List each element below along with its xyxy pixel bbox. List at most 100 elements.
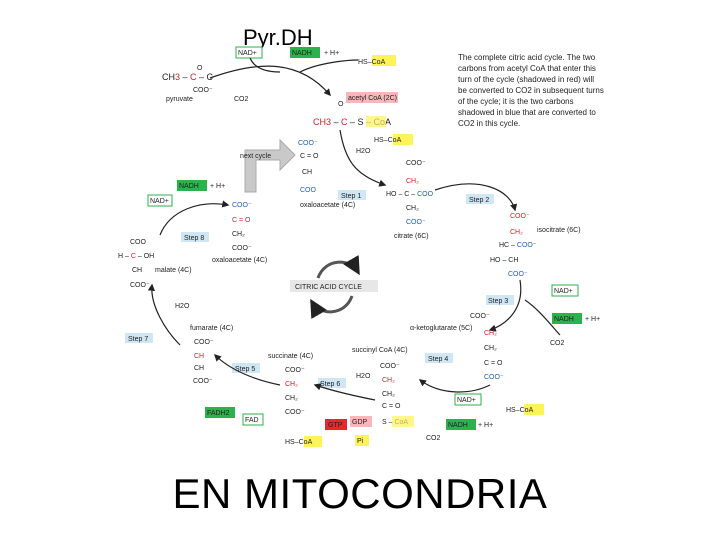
caption-line-3: turn of the cycle (shadowed in red) will — [458, 75, 594, 84]
akg-label: α-ketoglutarate (5C) — [410, 325, 472, 332]
caption-line-4: be converted to CO2 in subsequent turns — [458, 86, 604, 95]
pyruvate-dehydrogenase-label: Pyr.DH — [243, 25, 313, 50]
gtp-box — [325, 419, 347, 430]
caption-line-5: of the cycle; it is the two carbons — [458, 97, 574, 106]
scoa-coo: COO⁻ — [380, 363, 400, 370]
acetyl-o: O — [338, 101, 344, 108]
next-cycle-label: next cycle — [240, 153, 271, 160]
malate-coo2: COO⁻ — [130, 282, 150, 289]
scoa-yellow — [392, 416, 414, 427]
step-3-label: Step 3 — [488, 298, 508, 305]
hplus-step3-label: + H+ — [585, 316, 600, 323]
hs-coa-top-label: HS–CoA — [358, 59, 386, 66]
nad-top-label: NAD+ — [238, 50, 257, 57]
malate-label: malate (4C) — [155, 267, 192, 274]
step-1-box — [338, 190, 366, 200]
akg-co: C = O — [484, 360, 503, 367]
malate-structure: COO H – C – OH CH malate (4C) COO⁻ — [118, 239, 192, 289]
co2-step4-label: CO2 — [426, 435, 441, 442]
cycle-label: CITRIC ACID CYCLE — [295, 284, 362, 291]
hplus-step4-label: + H+ — [478, 422, 493, 429]
nad-box-top — [235, 46, 263, 59]
step-5-arrow — [213, 353, 281, 386]
acetyl-coa-yellow — [366, 116, 386, 127]
step-1-arrow — [339, 129, 387, 187]
succ-ch2: CH₂ — [285, 381, 298, 388]
scoa-ch2b: CH₂ — [382, 391, 395, 398]
succinate-label: succinate (4C) — [268, 353, 313, 360]
hs-coa-step4-label: HS–CoA — [506, 407, 534, 414]
step-7-label: Step 7 — [128, 336, 148, 343]
co2-step3-label: CO2 — [550, 340, 565, 347]
nadh-step3-label: NADH — [554, 316, 574, 323]
step-2-box — [466, 194, 494, 204]
isocitrate-label: isocitrate (6C) — [537, 227, 581, 234]
step-6-arrow — [313, 383, 376, 401]
co2-top-label: CO2 — [234, 96, 249, 103]
succ-ch2b: CH₂ — [285, 395, 298, 402]
citrate-coo1: COO⁻ — [406, 160, 426, 167]
akg-ch2: CH₂ — [484, 330, 497, 337]
akg-coo1: COO⁻ — [470, 313, 490, 320]
hplus-top-label: + H+ — [324, 50, 339, 57]
hs-coa-box-bottom — [304, 436, 322, 447]
caption-line-2: carbons from acetyl CoA that enter this — [458, 64, 596, 73]
step-3-region: NAD+ Step 3 NADH + H+ CO2 — [486, 279, 600, 347]
oaa-top-co: C = O — [300, 153, 319, 160]
succinyl-coa-label: succinyl CoA (4C) — [352, 347, 408, 354]
fadh2-box — [205, 407, 235, 418]
hs-coa-box-top — [372, 55, 396, 66]
fumarate-structure: fumarate (4C) COO⁻ CH CH COO⁻ — [190, 325, 233, 385]
nad-box-step3 — [551, 284, 579, 297]
nadh-box-step8 — [177, 180, 207, 191]
hplus-step8-label: + H+ — [210, 183, 225, 190]
fad-box — [242, 413, 264, 426]
isocitrate-structure: COO⁻ CH₂ HC – COO⁻ HO – CH COO⁻ isocitra… — [490, 213, 581, 278]
fum-coo2: COO⁻ — [193, 378, 213, 385]
step-2-region: Step 2 — [434, 183, 518, 212]
hs-coa-step1-label: HS–CoA — [374, 137, 402, 144]
fum-ch2: CH — [194, 365, 204, 372]
nadh-box-step3 — [552, 313, 582, 324]
cycle-label-box — [290, 280, 378, 292]
page-title: EN MITOCONDRIA — [172, 470, 548, 517]
iso-coo1: COO⁻ — [510, 213, 530, 220]
citrate-c: HO – C – COO — [386, 191, 434, 198]
hscoa-branch — [299, 59, 359, 73]
nadh-top-label: NADH — [292, 50, 312, 57]
iso-ch2: CH₂ — [510, 229, 523, 236]
malate-coo1: COO — [130, 239, 147, 246]
step-4-region: Step 4 NAD+ NADH + H+ HS–CoA CO2 — [418, 353, 544, 442]
iso-coo2: COO⁻ — [508, 271, 528, 278]
hs-coa-box-step1 — [393, 134, 413, 145]
step-4-arrow — [418, 379, 491, 393]
step-7-region: Step 7 H2O — [125, 283, 190, 346]
step-1-region: HS–CoA H2O Step 1 COO⁻ C = O CH COO oxal… — [298, 129, 413, 209]
nad-branch — [249, 57, 281, 73]
pyruvate-coo: COO⁻ — [193, 87, 213, 94]
nad-step8-label: NAD+ — [150, 198, 169, 205]
citrate-ch2b: CH₂ — [406, 205, 419, 212]
caption-block: The complete citric acid cycle. The two … — [458, 53, 604, 128]
citrate-coo2: COO⁻ — [406, 219, 426, 226]
acetyl-coa-label: acetyl CoA (2C) — [348, 95, 397, 102]
oaa-top-label: oxaloacetate (4C) — [300, 202, 355, 209]
step-3-box — [486, 295, 514, 305]
citrate-structure: COO⁻ CH₂ HO – C – COO CH₂ COO⁻ citrate (… — [386, 160, 434, 240]
iso-hoch: HO – CH — [490, 257, 518, 264]
akg-ch2b: CH₂ — [484, 345, 497, 352]
nadh-step8-label: NADH — [179, 183, 199, 190]
step-6-region: Step 5 FADH2 FAD — [205, 353, 281, 426]
fadh2-label: FADH2 — [207, 410, 230, 417]
caption-line-7: CO2 in this cycle. — [458, 119, 520, 128]
fum-ch: CH — [194, 353, 204, 360]
cycle-arrow-top — [316, 255, 360, 279]
citric-acid-cycle-emblem: CITRIC ACID CYCLE — [290, 255, 378, 319]
step-8-arrow — [159, 200, 230, 236]
h2o-step1-label: H2O — [356, 148, 371, 155]
pyruvate-structure: CH3 – C – C — [162, 72, 214, 82]
nad-box-step8 — [147, 194, 173, 207]
succ-coo2: COO⁻ — [285, 409, 305, 416]
oaa-left-coo2: COO⁻ — [232, 245, 252, 252]
acetyl-coa-box — [346, 92, 398, 103]
